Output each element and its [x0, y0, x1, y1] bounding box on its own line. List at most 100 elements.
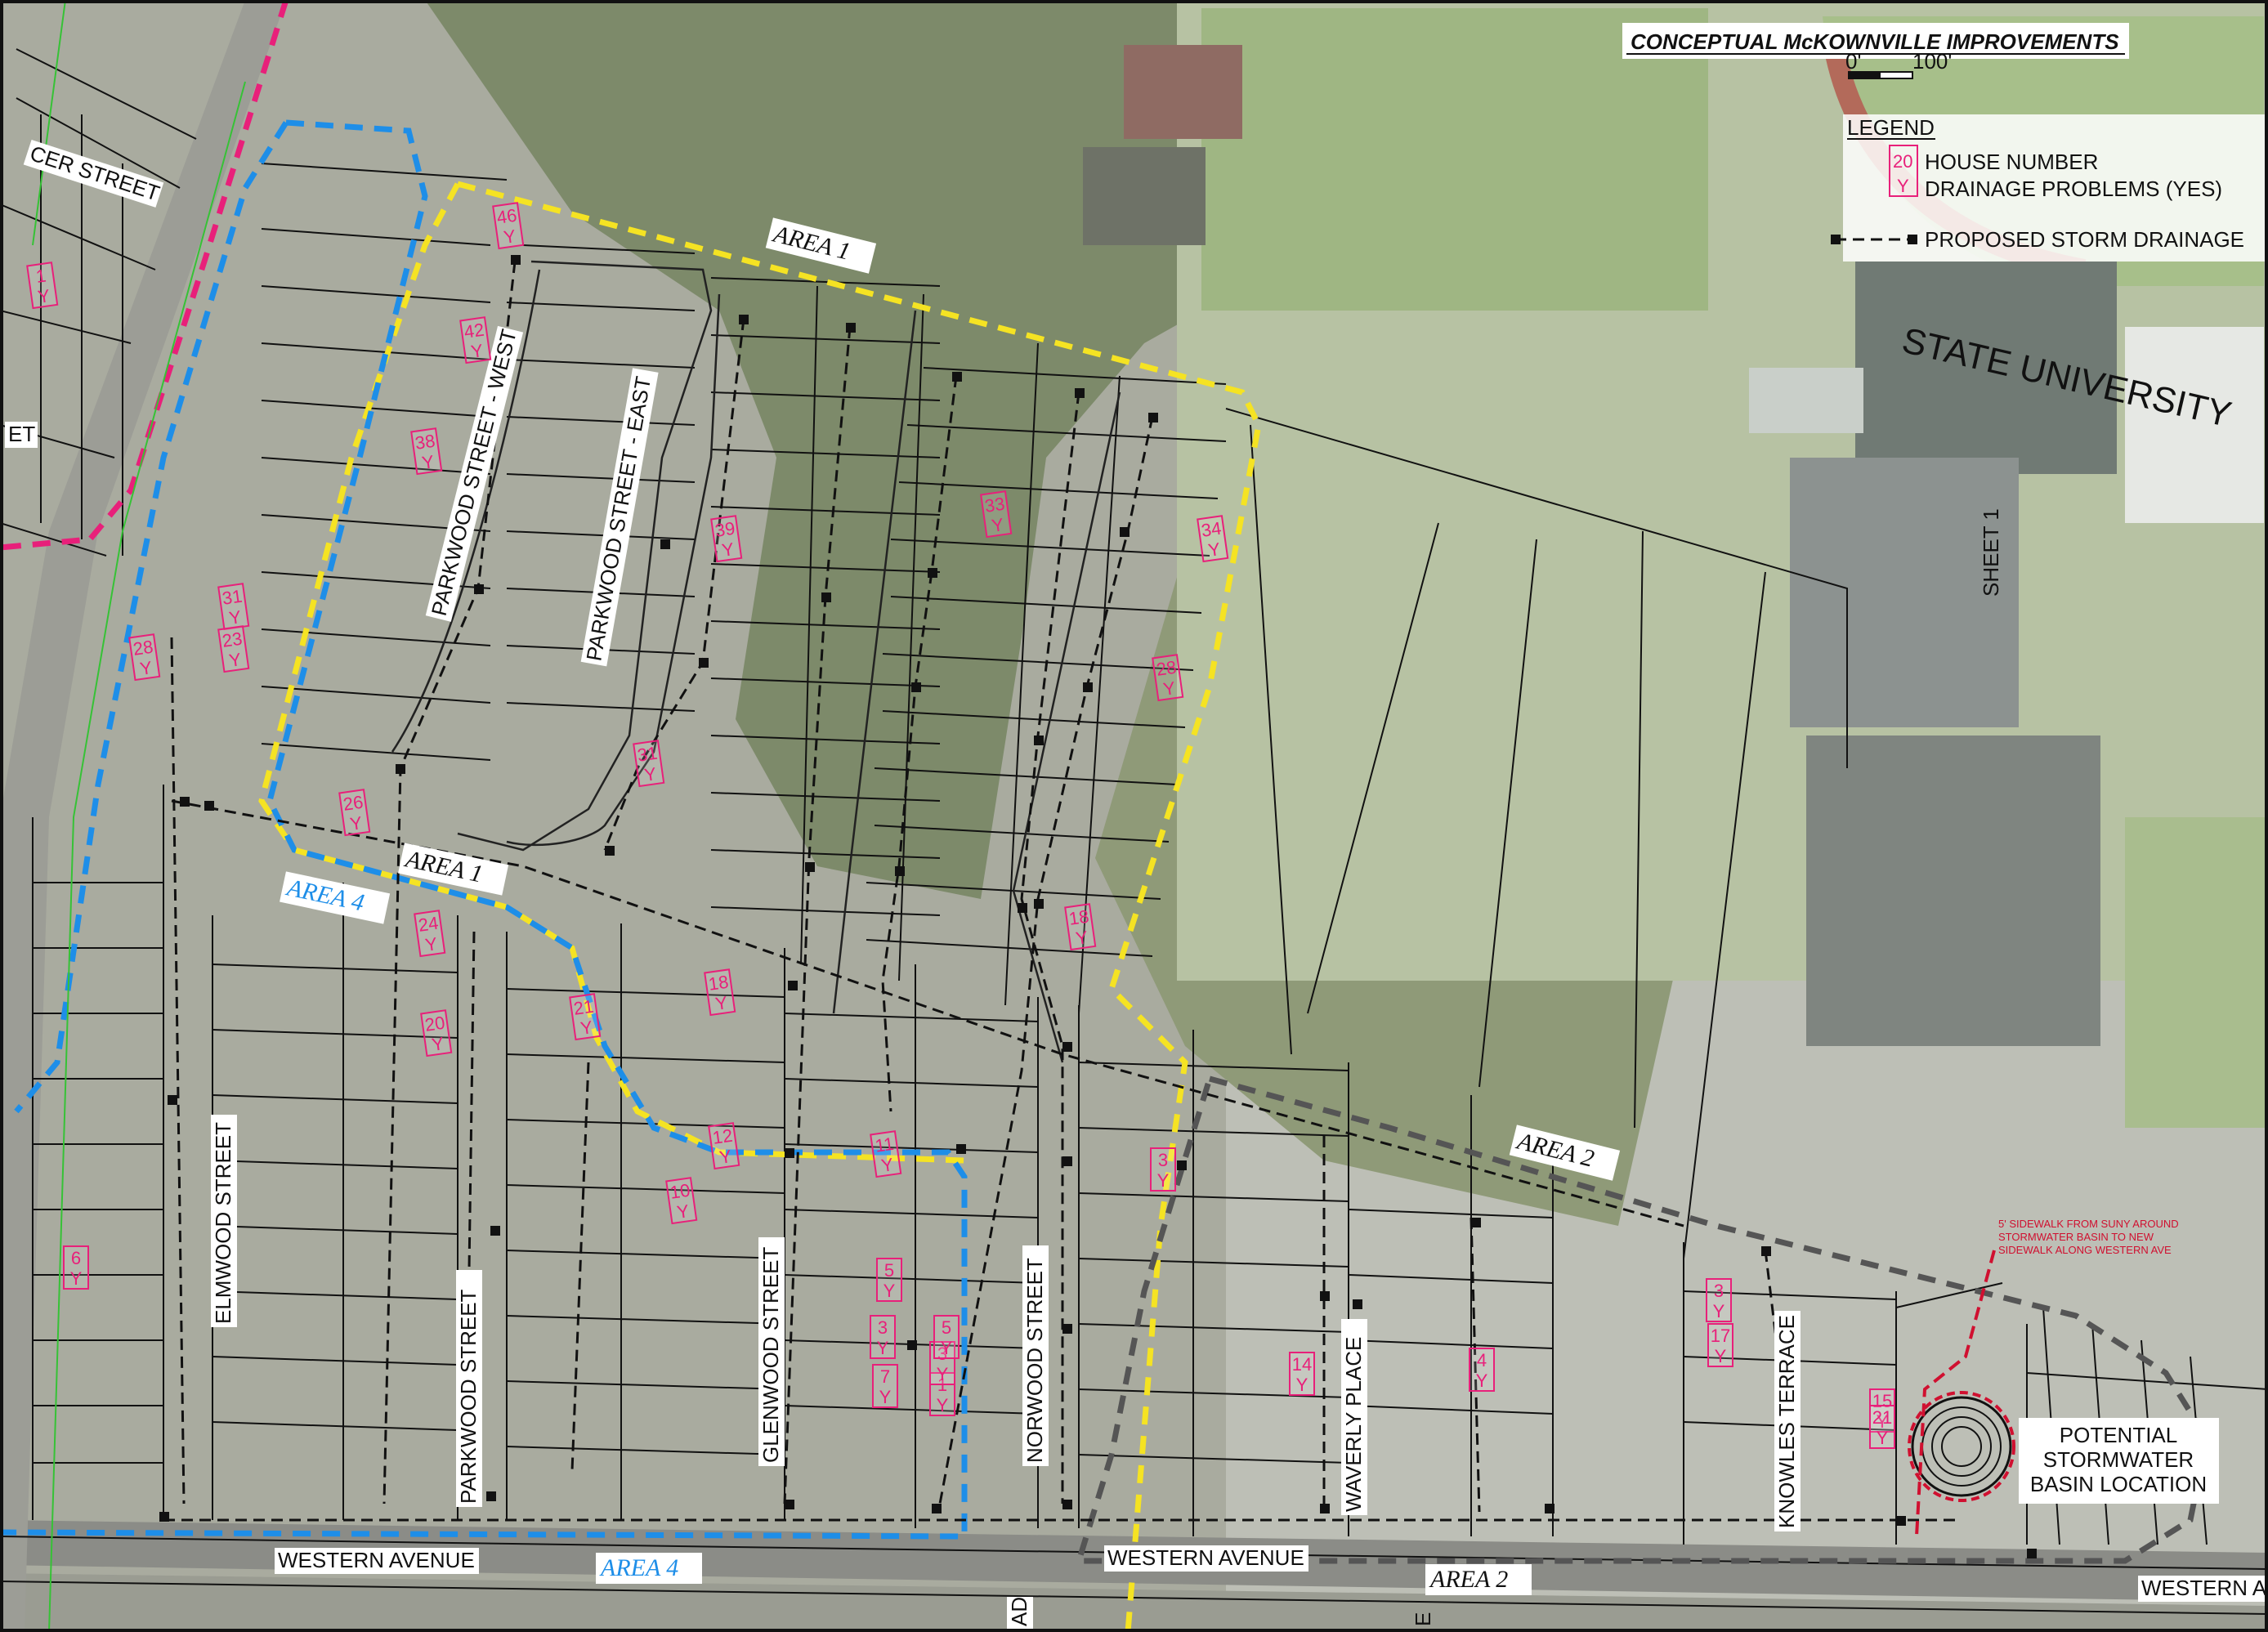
drainage-flag: Y	[714, 992, 729, 1014]
drainage-flag: Y	[1715, 1346, 1727, 1366]
house-number: 10	[669, 1180, 691, 1203]
house-number: 6	[71, 1248, 81, 1268]
house-number: 18	[707, 972, 730, 995]
house-marker: 5Y	[933, 1315, 960, 1359]
drainage-flag: Y	[228, 606, 243, 628]
house-number: 28	[132, 637, 154, 660]
house-marker-box	[870, 1315, 896, 1359]
scale-zero: 0'	[1845, 49, 1861, 74]
drainage-flag: Y	[883, 1281, 896, 1301]
legend-heading: LEGEND	[1847, 115, 1935, 140]
drainage-flag: Y	[503, 226, 517, 248]
house-marker-box	[414, 910, 446, 958]
house-marker-box	[876, 1258, 902, 1302]
house-marker: 6Y	[63, 1245, 89, 1290]
house-marker: 15Y	[1869, 1388, 1895, 1433]
drainage-flag: Y	[1075, 927, 1089, 949]
house-marker-box	[26, 262, 59, 310]
house-number: 21	[572, 996, 595, 1019]
house-number: 7	[880, 1366, 890, 1387]
house-marker-box	[1707, 1323, 1733, 1367]
house-number: 15	[1872, 1391, 1892, 1411]
scale-bar: 0' 100'	[1845, 49, 1952, 79]
house-marker: 21Y	[1869, 1405, 1895, 1449]
house-marker-box	[872, 1364, 898, 1408]
house-marker: 24Y	[414, 910, 446, 958]
house-marker: 38Y	[410, 427, 443, 476]
house-number: 12	[711, 1125, 734, 1148]
legend-house-number: 20	[1893, 151, 1912, 172]
legend-house-marker	[1889, 145, 1918, 197]
proposed-sidewalk	[1915, 1250, 1996, 1537]
street-parkwood: PARKWOOD STREET	[456, 1289, 481, 1504]
drainage-flag: Y	[643, 763, 658, 785]
house-number: 31	[636, 743, 659, 766]
house-marker: 3Y	[1706, 1278, 1732, 1322]
house-marker: 3Y	[929, 1341, 955, 1385]
legend-drainage-label: DRAINAGE PROBLEMS (YES)	[1925, 177, 2222, 201]
sidewalk-note-2: STORMWATER BASIN TO NEW	[1998, 1231, 2154, 1243]
house-number: 3	[1158, 1150, 1168, 1170]
street-western-left: WESTERN AVENUE	[278, 1548, 475, 1572]
house-number: 18	[1067, 906, 1090, 929]
house-marker-box	[1706, 1278, 1732, 1322]
house-number: 5	[884, 1260, 894, 1281]
house-number: 24	[417, 913, 440, 936]
street-bottom-e: E	[1411, 1612, 1435, 1626]
house-marker: 39Y	[710, 515, 743, 563]
house-marker: 18Y	[704, 968, 736, 1017]
drainage-flag: Y	[579, 1017, 594, 1039]
house-number: 33	[983, 494, 1006, 516]
house-marker: 1Y	[26, 262, 59, 310]
house-marker-box	[569, 993, 602, 1041]
legend-house-label: HOUSE NUMBER	[1925, 150, 2098, 174]
house-marker: 3Y	[1150, 1147, 1176, 1192]
street-elmwood: ELMWOOD STREET	[211, 1122, 235, 1324]
house-marker-box	[929, 1341, 955, 1385]
map-title: CONCEPTUAL McKOWNVILLE IMPROVEMENTS	[1631, 29, 2119, 54]
house-marker-box	[933, 1315, 960, 1359]
drainage-flag: Y	[37, 285, 51, 307]
drainage-flag: Y	[431, 1033, 445, 1055]
drainage-flag: Y	[1713, 1301, 1725, 1321]
house-marker: 4Y	[1469, 1348, 1495, 1392]
house-marker-box	[1197, 515, 1229, 563]
basin-label-bg	[2019, 1418, 2219, 1504]
bubble-dome	[2125, 327, 2264, 523]
drainage-flag: Y	[721, 539, 736, 561]
house-marker-box	[1150, 1147, 1176, 1192]
house-marker-box	[665, 1177, 698, 1225]
house-marker: 28Y	[128, 633, 161, 682]
house-marker: 17Y	[1707, 1323, 1733, 1367]
area2-boundary	[1075, 1075, 2210, 1564]
drainage-flag: Y	[70, 1268, 83, 1289]
street-western-right: WESTERN A	[2141, 1576, 2267, 1600]
drainage-flag: Y	[676, 1201, 691, 1223]
house-marker-box	[63, 1245, 89, 1290]
basin-label-2: STORMWATER	[2043, 1447, 2194, 1472]
house-marker: 23Y	[217, 625, 250, 673]
basin-label-3: BASIN LOCATION	[2030, 1472, 2207, 1496]
drainage-flag: Y	[991, 514, 1005, 536]
street-bottom-ad: AD	[1007, 1597, 1031, 1626]
drainage-flag: Y	[228, 649, 243, 671]
house-number: 38	[414, 431, 436, 454]
drainage-flag: Y	[1157, 1170, 1170, 1191]
tennis-courts	[1124, 45, 1242, 139]
house-marker-box	[128, 633, 161, 682]
drainage-flag: Y	[470, 340, 485, 362]
house-marker: 11Y	[870, 1130, 902, 1178]
house-number: 42	[463, 320, 485, 342]
house-marker: 31Y	[633, 740, 665, 788]
house-marker: 42Y	[459, 316, 492, 364]
house-marker-box	[1869, 1405, 1895, 1449]
house-marker: 10Y	[665, 1177, 698, 1225]
house-marker-box	[1064, 903, 1097, 951]
route-green-edge	[48, 81, 246, 1632]
drainage-flag: Y	[1207, 539, 1222, 561]
drainage-flag: Y	[349, 812, 364, 834]
house-marker-box	[980, 490, 1013, 539]
house-marker: 14Y	[1289, 1352, 1315, 1396]
street-edge-left: ET	[8, 422, 35, 446]
